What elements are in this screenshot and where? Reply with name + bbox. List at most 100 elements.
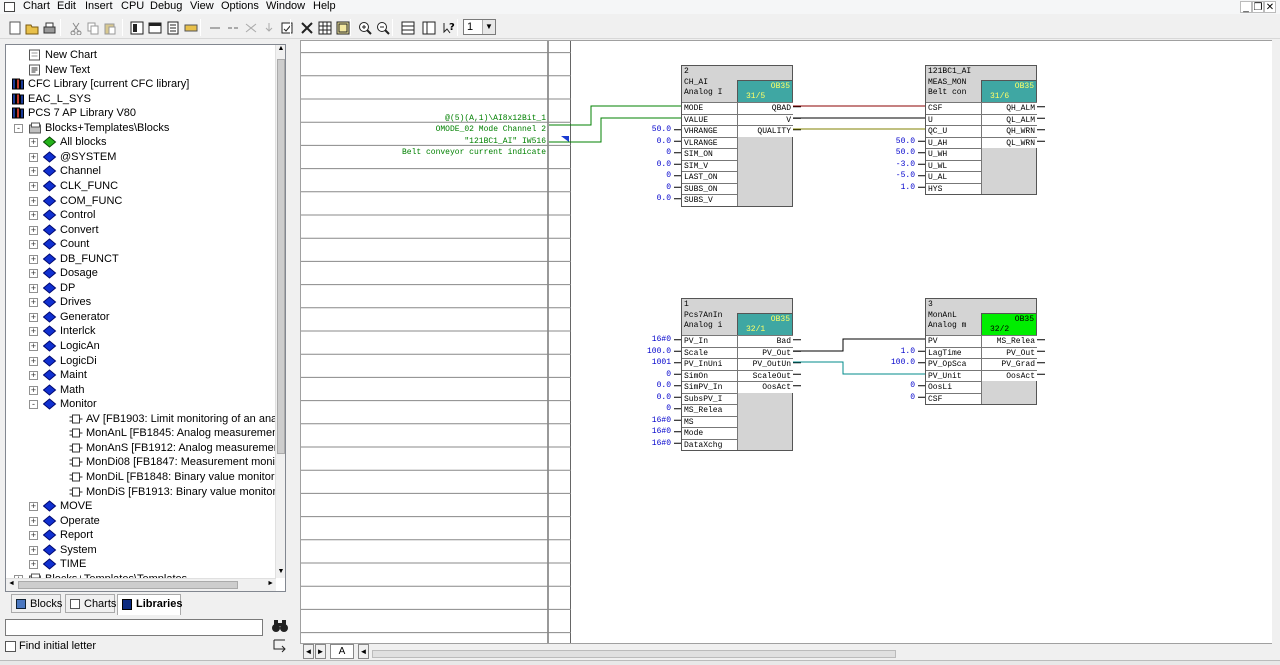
help-icon[interactable]: ? xyxy=(440,19,457,36)
tree-node[interactable]: MonAnL [FB1845: Analog measurement mo xyxy=(6,426,276,440)
menu-options[interactable]: Options xyxy=(221,0,259,12)
new-chart-icon[interactable] xyxy=(6,19,23,36)
wire-pvoutun-pvunit[interactable] xyxy=(793,361,925,375)
menu-edit[interactable]: Edit xyxy=(57,0,76,12)
tree-node[interactable]: +All blocks xyxy=(6,135,276,149)
tree-node[interactable]: +Blocks+Templates\Templates xyxy=(6,572,276,578)
tree-node[interactable]: MonDi08 [FB1847: Measurement monitorin xyxy=(6,455,276,469)
tab-libraries[interactable]: Libraries xyxy=(117,594,182,615)
block-input-pin[interactable]: CSF xyxy=(926,102,982,114)
pin-value[interactable]: 50.0 xyxy=(651,125,671,134)
sheet-view-icon[interactable] xyxy=(420,19,437,36)
tree-node[interactable]: +Drives xyxy=(6,295,276,309)
pin-value[interactable]: 100.0 xyxy=(646,346,671,356)
pin-value[interactable]: 0 xyxy=(666,404,671,413)
tree-node[interactable]: +MOVE xyxy=(6,499,276,513)
pin-value[interactable]: 16#0 xyxy=(651,335,671,344)
menu-cpu[interactable]: CPU xyxy=(121,0,145,12)
tree-node[interactable]: -Blocks+Templates\Blocks xyxy=(6,121,276,135)
block-input-pin[interactable]: MS_Relea xyxy=(682,404,738,416)
menu-chart[interactable]: Chart xyxy=(23,0,50,12)
pin-value[interactable]: 0 xyxy=(666,369,671,379)
tree-node[interactable]: +COM_FUNC xyxy=(6,194,276,208)
block-input-pin[interactable]: PV_Unit xyxy=(926,369,982,381)
pin-value[interactable]: 1.0 xyxy=(900,346,915,356)
expand-icon[interactable]: + xyxy=(29,311,38,322)
zoom-select[interactable]: 1▼ xyxy=(463,19,496,35)
expand-icon[interactable]: + xyxy=(29,210,38,221)
print-icon[interactable] xyxy=(40,19,57,36)
block-input-pin[interactable]: SIM_V xyxy=(682,159,738,171)
expand-icon[interactable]: + xyxy=(29,195,38,206)
pin-value[interactable]: 16#0 xyxy=(651,438,671,448)
block-input-pin[interactable]: SimOn xyxy=(682,369,738,381)
block-input-pin[interactable]: OosLi xyxy=(926,381,982,393)
link-icon[interactable] xyxy=(206,19,223,36)
pin-value[interactable]: 50.0 xyxy=(895,148,915,157)
block-output-pin[interactable]: PV_Out xyxy=(737,346,793,358)
expand-icon[interactable]: + xyxy=(29,559,38,570)
menu-view[interactable]: View xyxy=(190,0,214,12)
block-input-pin[interactable]: QC_U xyxy=(926,125,982,137)
test-icon[interactable] xyxy=(278,19,295,36)
scroll-left-icon[interactable]: ◄ xyxy=(8,580,15,587)
tab-blocks[interactable]: Blocks xyxy=(11,594,62,613)
wire-value[interactable] xyxy=(549,117,681,143)
expand-icon[interactable]: + xyxy=(29,268,38,279)
expand-icon[interactable]: + xyxy=(29,544,38,555)
zoom-in-icon[interactable] xyxy=(356,19,373,36)
block-input-pin[interactable]: DataXchg xyxy=(682,438,738,450)
cut-icon[interactable] xyxy=(67,19,84,36)
expand-icon[interactable]: + xyxy=(29,166,38,177)
pin-value[interactable]: -5.0 xyxy=(895,171,915,180)
block-input-pin[interactable]: VHRANGE xyxy=(682,125,738,137)
open-icon[interactable] xyxy=(23,19,40,36)
expand-icon[interactable]: + xyxy=(29,370,38,381)
tree-node[interactable]: +CFC Library [current CFC library] xyxy=(6,77,276,91)
block-input-pin[interactable]: HYS xyxy=(926,182,982,194)
pin-value[interactable]: 100.0 xyxy=(890,358,915,367)
pin-value[interactable]: 0.0 xyxy=(656,381,671,390)
layout2-icon[interactable] xyxy=(146,19,163,36)
tree-node[interactable]: +TIME xyxy=(6,557,276,571)
tree-node[interactable]: +LogicDi xyxy=(6,354,276,368)
monitor-icon[interactable] xyxy=(298,19,315,36)
sheet-tab-a[interactable]: A xyxy=(330,644,354,659)
tree-node[interactable]: +Control xyxy=(6,208,276,222)
scroll-right-icon[interactable]: ► xyxy=(267,580,274,587)
tree-scroll-thumb[interactable] xyxy=(277,59,285,454)
tree-node[interactable]: +Convert xyxy=(6,223,276,237)
pin-value[interactable]: 0.0 xyxy=(656,392,671,402)
expand-icon[interactable]: + xyxy=(29,530,38,541)
tree-node[interactable]: New Chart xyxy=(6,48,276,62)
menu-help[interactable]: Help xyxy=(313,0,336,12)
expand-icon[interactable]: + xyxy=(29,384,38,395)
block-input-pin[interactable]: U_WL xyxy=(926,159,982,171)
download-icon[interactable] xyxy=(260,19,277,36)
pin-value[interactable]: 16#0 xyxy=(651,427,671,436)
find-initial-letter-checkbox[interactable] xyxy=(5,641,16,652)
block-output-pin[interactable]: Bad xyxy=(737,335,793,347)
expand-icon[interactable]: + xyxy=(29,515,38,526)
sheet-prev-icon[interactable]: ► xyxy=(315,644,326,659)
tree-horizontal-scrollbar[interactable]: ◄ ► xyxy=(6,578,276,591)
margin-io-text[interactable]: @(5)(A,1)\AI8x12Bit_1 xyxy=(445,114,546,123)
expand-icon[interactable]: + xyxy=(29,297,38,308)
tab-charts[interactable]: Charts xyxy=(65,594,116,613)
pin-value[interactable]: 50.0 xyxy=(895,136,915,146)
expand-icon[interactable]: + xyxy=(29,282,38,293)
block-input-pin[interactable]: PV xyxy=(926,335,982,347)
block-input-pin[interactable]: U_AL xyxy=(926,171,982,183)
disconnect-icon[interactable] xyxy=(224,19,241,36)
block-input-pin[interactable]: PV_OpSca xyxy=(926,358,982,370)
tree-node[interactable]: +System xyxy=(6,543,276,557)
block-input-pin[interactable]: Scale xyxy=(682,346,738,358)
expand-icon[interactable]: + xyxy=(29,137,38,148)
tree-node[interactable]: +Dosage xyxy=(6,266,276,280)
block-output-pin[interactable]: QH_ALM xyxy=(981,102,1037,114)
tree-node[interactable]: +Operate xyxy=(6,514,276,528)
overview-icon[interactable] xyxy=(399,19,416,36)
copy-icon[interactable] xyxy=(84,19,101,36)
block-output-pin[interactable]: PV_Out xyxy=(981,346,1037,358)
